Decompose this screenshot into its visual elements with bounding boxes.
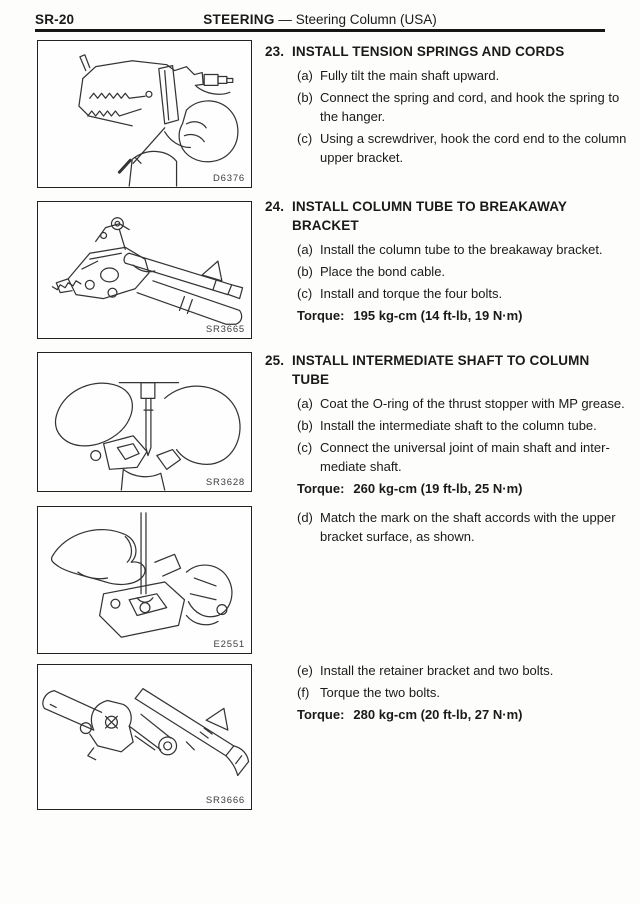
instruction-item: (c) Install and torque the four bolts.: [297, 286, 503, 301]
column-tube-illustration: [51, 217, 244, 325]
header-subtitle: Steering Column (USA): [295, 12, 437, 27]
torque-spec: Torque: 280 kg-cm (20 ft-lb, 27 N·m): [297, 707, 523, 722]
torque-value: 280 kg-cm (20 ft-lb, 27 N·m): [353, 707, 523, 722]
instruction-item: (c) Using a screwdriver, hook the cord e…: [297, 131, 627, 165]
instruction-item: (a) Fully tilt the main shaft upward.: [297, 68, 500, 83]
figure-box-tension-springs: D6376: [37, 40, 252, 188]
torque-spec: Torque: 195 kg-cm (14 ft-lb, 19 N·m): [297, 308, 523, 323]
step-25-title: 25. INSTALL INTERMEDIATE SHAFT TO COLUMN…: [265, 351, 630, 389]
step-title-text: INSTALL COLUMN TUBE TO BREAKAWAY BRACKET: [292, 199, 567, 233]
figure-code: SR3665: [205, 324, 245, 335]
retainer-bracket-illustration: [42, 688, 250, 777]
step-24-title: 24. INSTALL COLUMN TUBE TO BREAKAWAY BRA…: [265, 197, 630, 235]
step-number: 23.: [265, 44, 285, 59]
header-separator: —: [278, 12, 292, 27]
instruction-item: (c) Connect the universal joint of main …: [297, 440, 610, 474]
mark-alignment-illustration: [50, 512, 233, 638]
step-number: 24.: [265, 199, 285, 214]
instruction-item: (b) Install the intermediate shaft to th…: [297, 418, 597, 433]
instruction-item: (a) Coat the O-ring of the thrust stoppe…: [297, 396, 625, 411]
torque-value: 195 kg-cm (14 ft-lb, 19 N·m): [353, 308, 523, 323]
step-25-items-ef: (e) Install the retainer bracket and two…: [265, 661, 630, 724]
figure-code: SR3666: [205, 795, 245, 806]
figure-box-mark-alignment: E2551: [37, 506, 252, 654]
step-23: 23. INSTALL TENSION SPRINGS AND CORDS (a…: [265, 42, 630, 170]
figure-code: D6376: [213, 173, 245, 184]
step-24: 24. INSTALL COLUMN TUBE TO BREAKAWAY BRA…: [265, 197, 630, 325]
instruction-item: (e) Install the retainer bracket and two…: [297, 663, 554, 678]
figure-box-intermediate-shaft: SR3628: [37, 352, 252, 492]
page-number: SR-20: [35, 12, 75, 27]
figure-code: E2551: [213, 639, 245, 650]
tension-springs-illustration: [78, 54, 239, 187]
step-25-item-d: (d) Match the mark on the shaft accords …: [265, 508, 630, 549]
header-rule: [35, 29, 605, 32]
torque-spec: Torque: 260 kg-cm (19 ft-lb, 25 N·m): [297, 481, 523, 496]
instruction-item: (b) Connect the spring and cord, and hoo…: [297, 90, 620, 124]
step-title-text: INSTALL TENSION SPRINGS AND CORDS: [292, 44, 565, 59]
instruction-item: (b) Place the bond cable.: [297, 264, 446, 279]
instruction-item: (d) Match the mark on the shaft accords …: [297, 510, 616, 544]
figure-box-column-tube: SR3665: [37, 201, 252, 339]
step-25: 25. INSTALL INTERMEDIATE SHAFT TO COLUMN…: [265, 351, 630, 498]
step-title-text: INSTALL INTERMEDIATE SHAFT TO COLUMN TUB…: [292, 353, 590, 387]
instruction-item: (f) Torque the two bolts.: [297, 685, 440, 700]
intermediate-shaft-illustration: [54, 381, 241, 491]
step-23-title: 23. INSTALL TENSION SPRINGS AND CORDS: [265, 42, 630, 61]
figure-box-retainer-bracket: SR3666: [37, 664, 252, 810]
figure-code: SR3628: [205, 477, 245, 488]
page-header-title: STEERING — Steering Column (USA): [0, 12, 640, 27]
header-section: STEERING: [203, 12, 275, 27]
step-number: 25.: [265, 353, 285, 368]
instruction-item: (a) Install the column tube to the break…: [297, 242, 603, 257]
torque-value: 260 kg-cm (19 ft-lb, 25 N·m): [353, 481, 523, 496]
